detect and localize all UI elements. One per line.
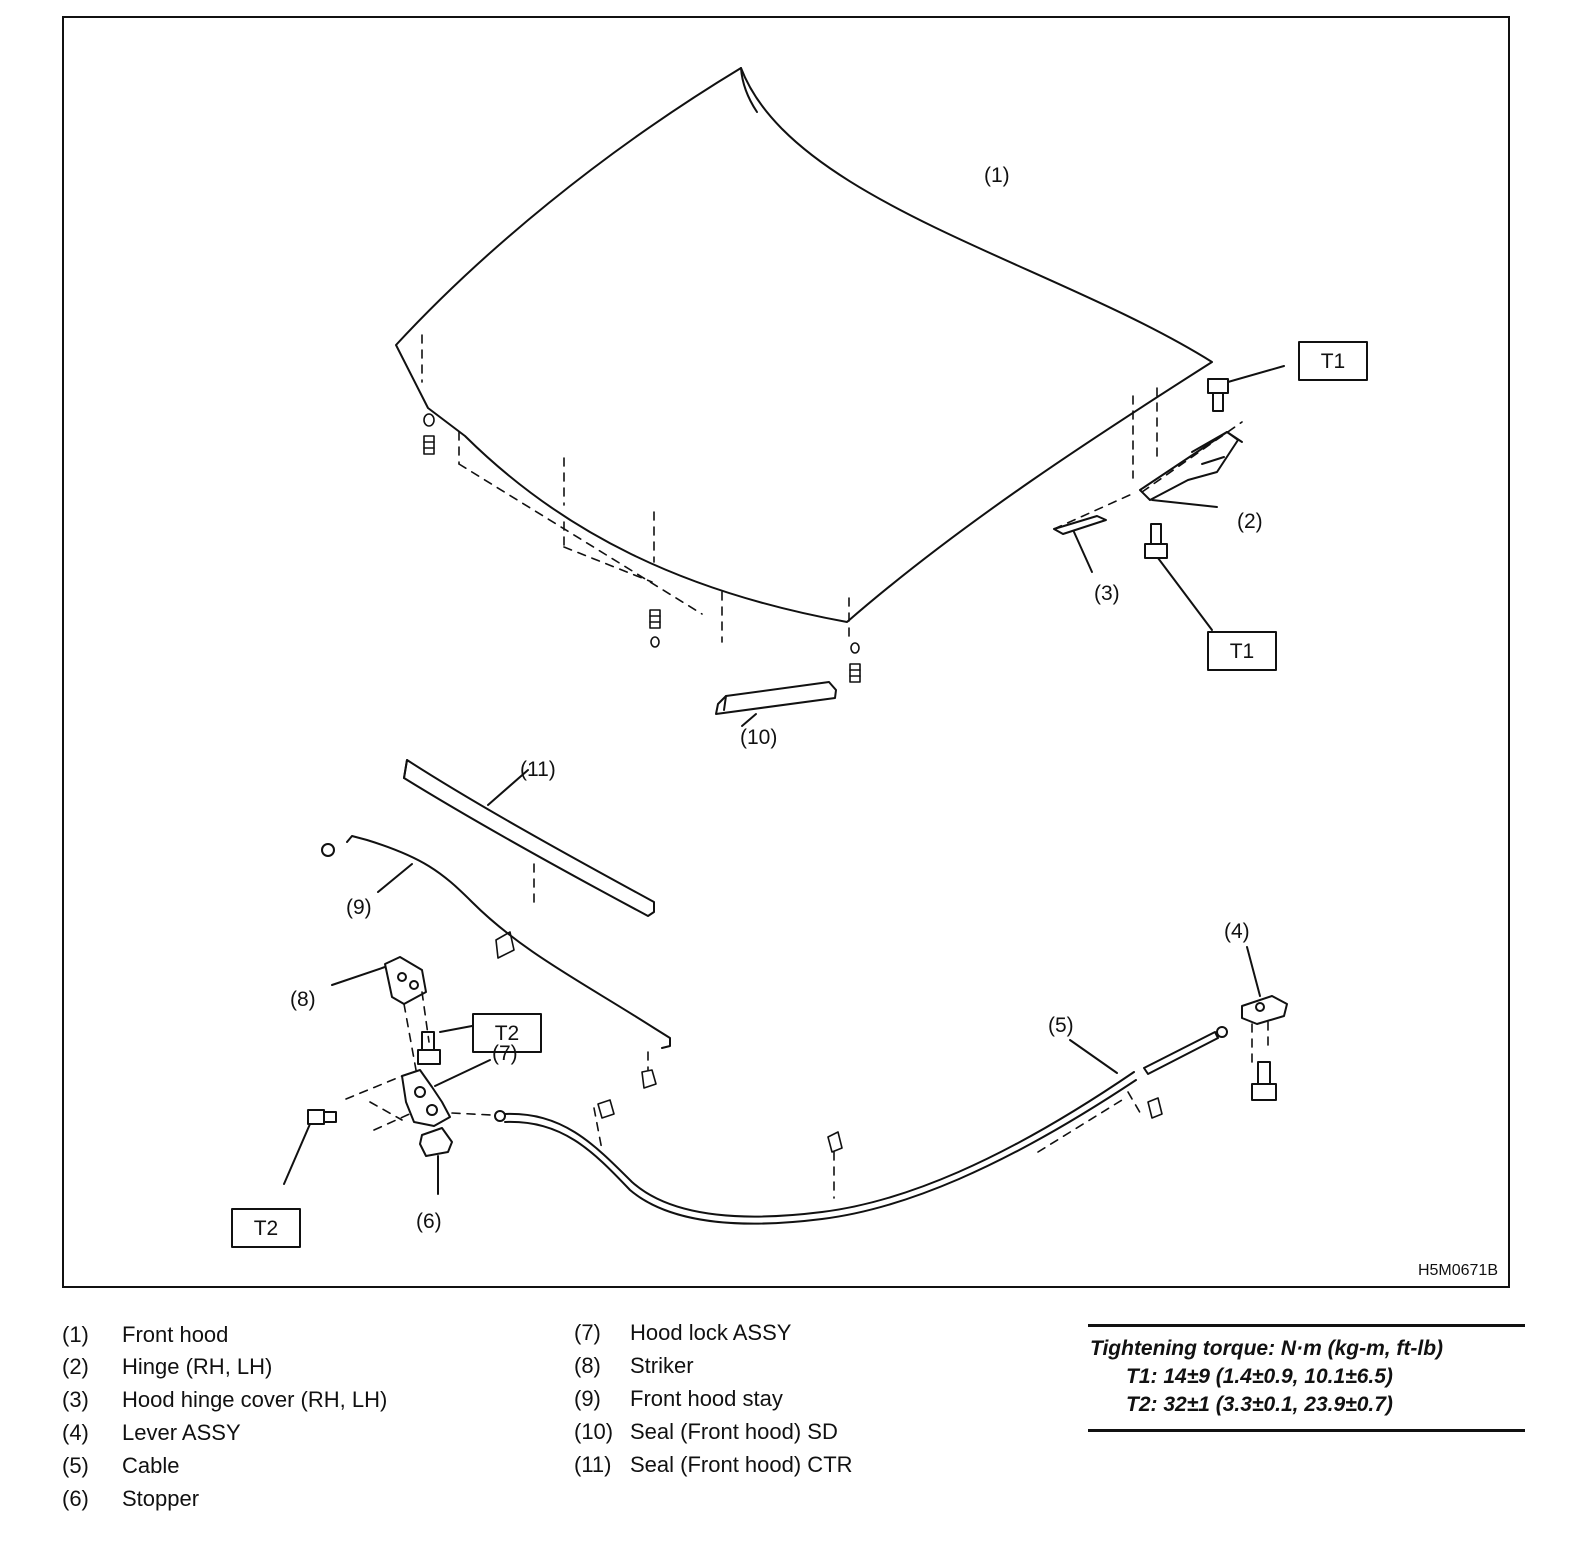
t1-box-upper [1298,341,1368,381]
torque-top-rule [1088,1324,1525,1327]
callout-11: (11) [520,758,556,781]
legend-number: (10) [574,1419,614,1444]
legend-number: (7) [574,1320,601,1345]
t2-bolt-upper [417,1025,473,1065]
legend-number: (4) [62,1420,89,1445]
torque-bottom-rule [1088,1429,1525,1432]
seal-front-hood-ctr [403,759,655,959]
callout-9: (9) [346,896,372,919]
callout-2: (2) [1237,510,1263,533]
legend-number: (9) [574,1386,601,1411]
exploded-view-diagram: (1) (2) (3) (4) (5) (6) (7) (8) (9) (10)… [231,67,1368,1248]
stopper [419,1127,453,1195]
front-hood [395,67,1213,623]
t1-bolt-lower [1144,523,1213,631]
callout-6: (6) [416,1210,442,1233]
legend-text: Stopper [122,1486,200,1511]
t1-bolt-upper [1207,365,1285,412]
legend-number: (5) [62,1453,89,1478]
legend-number: (8) [574,1353,601,1378]
callout-3: (3) [1094,582,1120,605]
legend-number: (2) [62,1354,89,1379]
legend-text: Seal (Front hood) SD [630,1419,838,1444]
legend-text: Hood hinge cover (RH, LH) [122,1387,388,1412]
t2-box-lower [231,1208,301,1248]
tightening-torque-panel: Tightening torque: N·m (kg-m, ft-lb) T1:… [1088,1324,1525,1432]
t2-label-lower: T2 [254,1217,279,1240]
striker [331,956,430,1071]
figure-code: H5M0671B [1417,1262,1498,1279]
legend-number: (11) [574,1452,612,1477]
legend-number: (1) [62,1322,89,1347]
t1-label-lower: T1 [1230,640,1255,663]
t1-box-lower [1207,631,1277,671]
callout-10: (10) [740,726,777,749]
callout-8: (8) [290,988,316,1011]
legend-number: (3) [62,1387,89,1412]
t2-bolt-lower [283,1109,337,1185]
legend-text: Seal (Front hood) CTR [630,1452,853,1477]
callout-7: (7) [492,1042,518,1065]
legend-text: Striker [630,1353,694,1378]
t2-label-upper: T2 [495,1022,520,1045]
torque-title: Tightening torque: N·m (kg-m, ft-lb) [1090,1337,1444,1360]
hood-bumpers [423,413,861,683]
legend-text: Front hood stay [630,1386,783,1411]
torque-t2: T2: 32±1 (3.3±0.1, 23.9±0.7) [1126,1393,1393,1416]
legend-text: Cable [122,1453,180,1478]
legend-text: Lever ASSY [122,1420,241,1445]
diagram-frame: (1) (2) (3) (4) (5) (6) (7) (8) (9) (10)… [62,16,1510,1288]
hood-hinge [1139,431,1243,508]
t1-label-upper: T1 [1321,350,1346,373]
t2-box-upper [472,1013,542,1053]
torque-t1: T1: 14±9 (1.4±0.9, 10.1±6.5) [1126,1365,1393,1388]
hood-hinge-cover [1053,515,1107,573]
legend-text: Hood lock ASSY [630,1320,792,1345]
legend-number: (6) [62,1486,89,1511]
cable [494,1026,1228,1225]
callout-5: (5) [1048,1014,1074,1037]
callout-1: (1) [984,164,1010,187]
lever-assy [1241,946,1288,1101]
seal-front-hood-sd [715,681,837,727]
legend-text: Front hood [122,1322,229,1347]
callout-4: (4) [1224,920,1250,943]
hood-fastener-guides [421,334,1243,643]
hood-lock-assy [345,1059,493,1131]
legend-text: Hinge (RH, LH) [122,1354,273,1379]
front-hood-stay [321,835,671,1089]
